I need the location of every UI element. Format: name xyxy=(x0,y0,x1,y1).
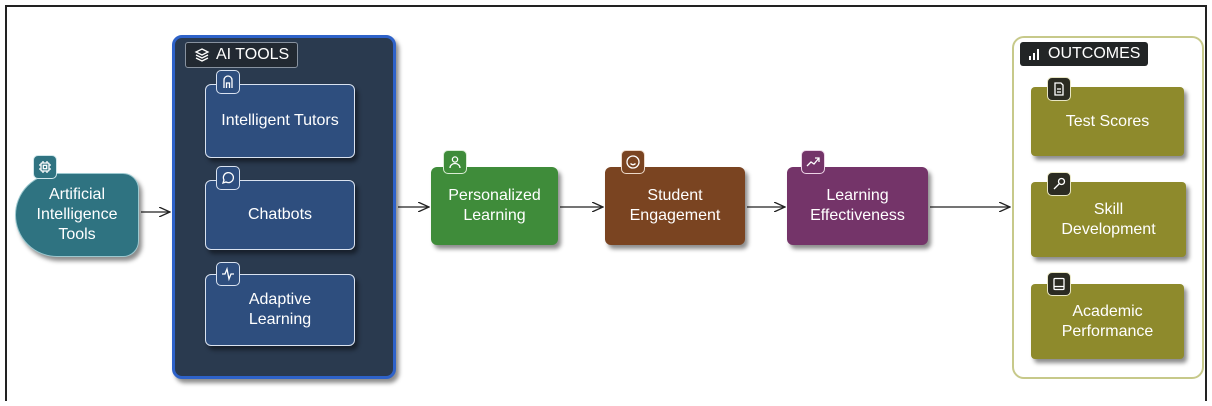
outcomes-header-label: OUTCOMES xyxy=(1048,45,1141,62)
book-icon xyxy=(1047,272,1071,296)
student-engagement-node: Student Engagement xyxy=(605,167,745,245)
chip-icon xyxy=(33,155,57,179)
user-icon xyxy=(443,150,467,174)
personalized-learning-node: Personalized Learning xyxy=(431,167,558,245)
smile-icon xyxy=(621,150,645,174)
tool-chatbots: Chatbots xyxy=(205,180,355,250)
personalized-learning-label: Personalized Learning xyxy=(448,187,541,224)
trending-up-icon xyxy=(801,150,825,174)
student-engagement-label: Student Engagement xyxy=(629,187,721,224)
tool-label: Intelligent Tutors xyxy=(221,112,339,129)
diagram-frame xyxy=(5,5,1207,401)
layers-icon xyxy=(194,48,210,62)
outcome-test-scores: Test Scores xyxy=(1031,87,1184,156)
outcome-label: Academic Performance xyxy=(1061,302,1154,340)
activity-icon xyxy=(216,262,240,286)
tool-adaptive-learning: Adaptive Learning xyxy=(205,274,355,346)
ai-tools-header: AI TOOLS xyxy=(185,42,299,68)
wrench-icon xyxy=(1047,172,1071,196)
tool-label: Chatbots xyxy=(247,206,313,223)
learning-effectiveness-label: Learning Effectiveness xyxy=(810,187,905,224)
ai-tools-header-label: AI TOOLS xyxy=(216,46,290,63)
ai-tools-source-node: Artificial Intelligence Tools xyxy=(15,173,139,257)
tutor-icon xyxy=(216,70,240,94)
outcome-academic-performance: Academic Performance xyxy=(1031,284,1184,359)
chat-bubble-icon xyxy=(216,166,240,190)
outcomes-header: OUTCOMES xyxy=(1020,42,1149,66)
document-icon xyxy=(1047,77,1071,101)
outcome-label: Skill Development xyxy=(1061,200,1156,238)
bar-chart-icon xyxy=(1029,49,1039,60)
tool-label: Adaptive Learning xyxy=(248,291,312,328)
ai-tools-source-label: Artificial Intelligence Tools xyxy=(36,186,118,243)
outcome-label: Test Scores xyxy=(1065,112,1150,130)
learning-effectiveness-node: Learning Effectiveness xyxy=(787,167,928,245)
tool-intelligent-tutors: Intelligent Tutors xyxy=(205,84,355,158)
